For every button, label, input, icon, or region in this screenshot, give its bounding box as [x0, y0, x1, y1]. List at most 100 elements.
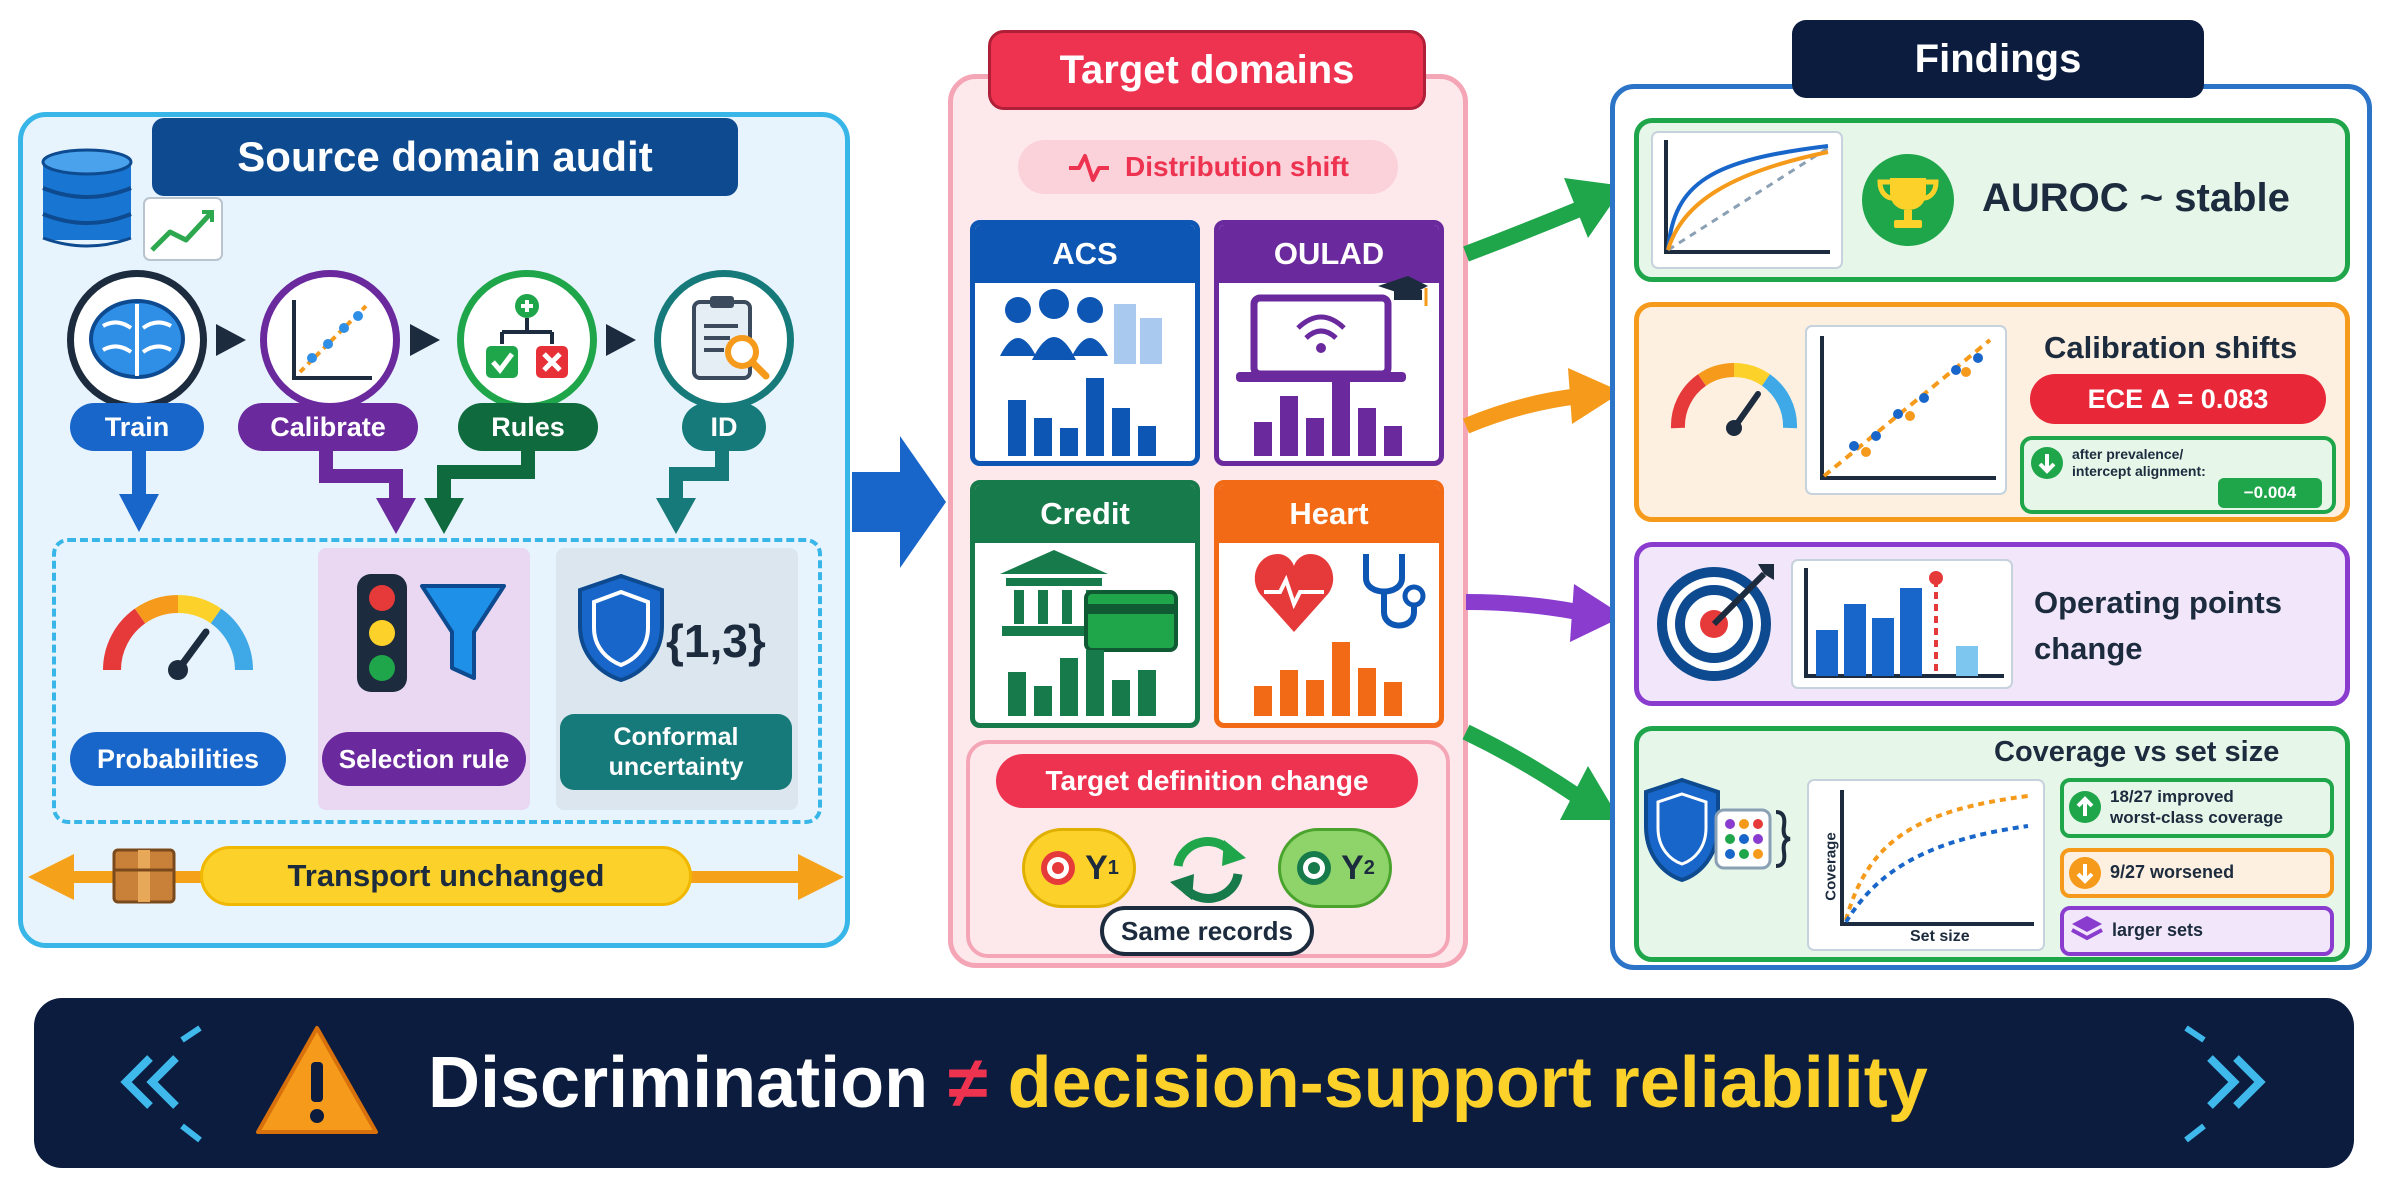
- coverage-axis-x-label: Set size: [1910, 928, 1970, 945]
- acs-bar-chart: [1008, 378, 1156, 456]
- conclusion-banner: [34, 998, 2354, 1168]
- distribution-shift-label: Distribution shift: [1125, 151, 1349, 182]
- source-domain-title: Source domain audit: [152, 118, 738, 196]
- down-arrow-orange-icon: [2069, 857, 2101, 889]
- worsened-box: [2060, 848, 2334, 898]
- y1-label: Y: [1085, 848, 1108, 887]
- target-domains-title: Target domains: [988, 30, 1426, 110]
- findings-title: Findings: [1792, 20, 2204, 98]
- people-icon: [1000, 289, 1162, 364]
- bullseye-icon: [1657, 564, 1774, 681]
- target-icon-y2: [1297, 851, 1332, 885]
- heart-bar-chart: [1254, 642, 1402, 716]
- y2-subscript: 2: [1363, 856, 1375, 879]
- coverage-vs-set-size-label: Coverage vs set size: [1994, 736, 2280, 768]
- improved-line1: 18/27 improved: [2110, 787, 2234, 806]
- worsened-text: 9/27 worsened: [2110, 862, 2235, 882]
- conclusion-text: Discrimination ≠ decision-support reliab…: [428, 1040, 1928, 1126]
- conformal-set-label: {1,3}: [666, 615, 766, 667]
- calibration-gauge-icon: [1670, 362, 1798, 436]
- reliability-diagram-icon: [1805, 325, 2007, 495]
- selection-rule-label: Selection rule: [322, 732, 526, 786]
- pulse-icon: [1069, 154, 1109, 182]
- conformal-line1: Conformal: [613, 723, 739, 751]
- operating-line2: change: [2034, 631, 2143, 666]
- coverage-shield-icon: [1644, 777, 1791, 883]
- shield-icon: [578, 573, 664, 683]
- oulad-bar-chart: [1254, 382, 1402, 456]
- up-arrow-green-icon: [2069, 791, 2101, 823]
- probabilities-label: Probabilities: [70, 732, 286, 786]
- ece-delta-badge: ECE Δ = 0.083: [2030, 374, 2326, 424]
- conformal-line2: uncertainty: [608, 753, 744, 781]
- down-arrow-green-icon: [2031, 447, 2063, 479]
- traffic-light-icon: [357, 574, 407, 692]
- step-calibrate-label: Calibrate: [238, 403, 418, 451]
- y2-label: Y: [1341, 848, 1364, 887]
- layers-icon: [2071, 916, 2103, 941]
- conclusion-part2: decision-support reliability: [1007, 1043, 1928, 1123]
- definition-change-label: Target definition change: [996, 754, 1418, 808]
- trophy-icon: [1862, 154, 1954, 246]
- larger-sets-text: larger sets: [2112, 920, 2204, 940]
- operating-points-label: Operating points change: [2034, 580, 2282, 672]
- conclusion-neq: ≠: [948, 1043, 988, 1123]
- conformal-uncertainty-label: Conformal uncertainty: [560, 714, 792, 790]
- credit-bar-chart: [1008, 650, 1156, 716]
- operating-line1: Operating points: [2034, 585, 2282, 620]
- step-id-label: ID: [682, 403, 766, 451]
- clipboard-search-icon: [692, 296, 770, 380]
- calibration-plot-icon: [292, 300, 372, 380]
- transport-unchanged-label: Transport unchanged: [200, 846, 692, 906]
- warning-icon: [256, 1026, 378, 1134]
- after-line1: after prevalence/: [2072, 446, 2184, 462]
- same-records-label: Same records: [1100, 906, 1314, 956]
- step-arrows: [216, 324, 636, 356]
- source-outputs-box: [52, 538, 822, 824]
- brain-icon: [89, 299, 185, 379]
- after-line2: intercept alignment:: [2072, 463, 2206, 479]
- target-to-findings-arrows: [1462, 178, 1624, 820]
- improved-line2: worst-class coverage: [2110, 808, 2283, 827]
- conclusion-part1: Discrimination: [428, 1043, 929, 1123]
- larger-sets-box: [2060, 906, 2334, 956]
- heart-stethoscope-icon: [1254, 554, 1426, 632]
- domain-title-heart: Heart: [1219, 485, 1439, 543]
- package-icon: [112, 848, 176, 904]
- domain-card-heart: Heart: [1214, 480, 1444, 728]
- target-icon-y1: [1041, 851, 1076, 885]
- after-alignment-value: −0.004: [2218, 478, 2322, 508]
- roc-curve-icon: [1651, 131, 1843, 269]
- database-icon: [41, 148, 133, 248]
- cycle-arrows-icon: [1170, 837, 1246, 903]
- coverage-axis-y-label: Coverage: [1822, 832, 1840, 901]
- step-train-label: Train: [70, 403, 204, 451]
- after-alignment-text: after prevalence/ intercept alignment:: [2072, 446, 2206, 480]
- bank-card-icon: [1000, 550, 1178, 652]
- distribution-shift-badge: Distribution shift: [1018, 140, 1398, 194]
- domain-card-oulad: OULAD: [1214, 220, 1444, 466]
- domain-title-oulad: OULAD: [1219, 225, 1439, 283]
- auroc-stable-label: AUROC ~ stable: [1982, 176, 2290, 220]
- improved-box: [2060, 778, 2334, 838]
- coverage-curve-chart: [1807, 779, 2045, 951]
- improved-text: 18/27 improved worst-class coverage: [2110, 786, 2283, 828]
- step-rules-label: Rules: [458, 403, 598, 451]
- gauge-icon: [102, 594, 254, 680]
- trend-chart-icon: [143, 197, 223, 261]
- source-to-target-arrow: [852, 436, 946, 568]
- calibration-shifts-label: Calibration shifts: [2044, 330, 2298, 365]
- step-output-connectors: [119, 450, 729, 534]
- y1-subscript: 1: [1107, 856, 1119, 879]
- domain-title-credit: Credit: [975, 485, 1195, 543]
- left-chevrons-icon: [120, 1025, 202, 1143]
- rules-step-circle: [457, 270, 597, 410]
- threshold-bar-chart-icon: [1791, 559, 2013, 689]
- filter-funnel-icon: [420, 584, 506, 680]
- laptop-graduation-icon: [1236, 276, 1428, 382]
- domain-title-acs: ACS: [975, 225, 1195, 283]
- decision-tree-icon: [486, 294, 568, 378]
- right-chevrons-icon: [2184, 1025, 2266, 1143]
